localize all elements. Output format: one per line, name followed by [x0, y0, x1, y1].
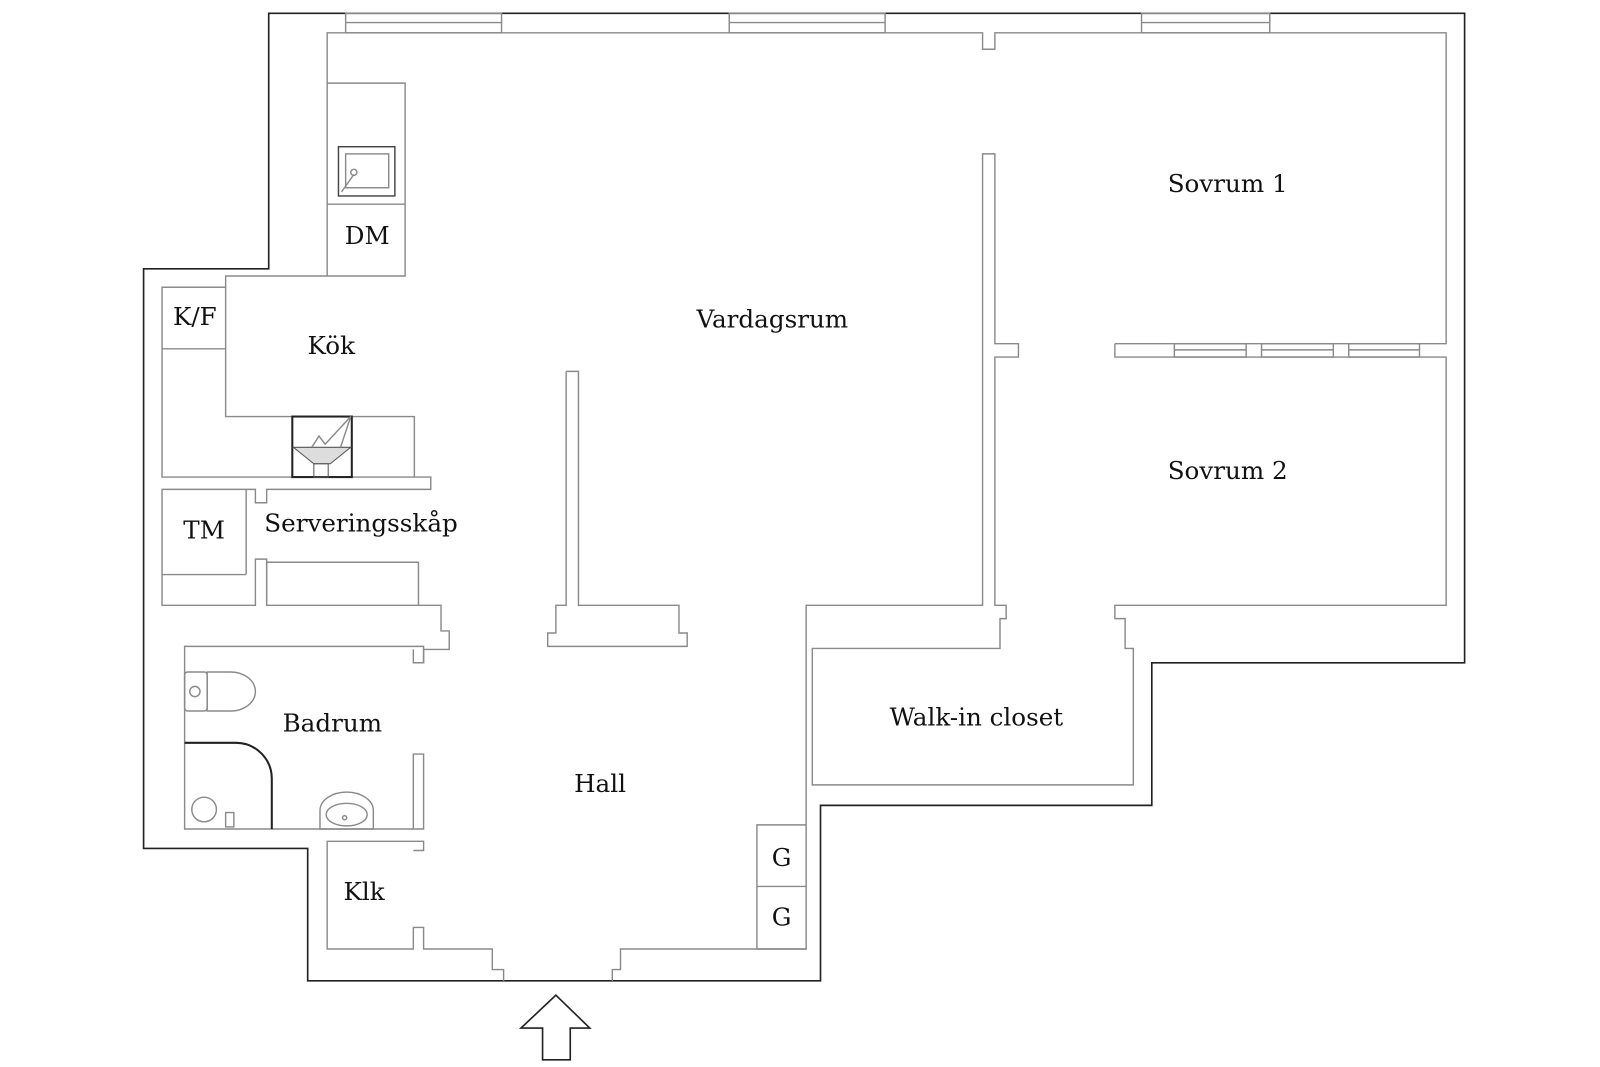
label-dm: DM [345, 221, 390, 250]
room-label-walk-in-closet: Walk-in closet [890, 702, 1064, 731]
washbasin-icon [319, 791, 375, 830]
label-serveringsskap: Serveringsskåp [264, 508, 457, 537]
inner-walls [161, 32, 1447, 981]
room-label-vardagsrum: Vardagsrum [695, 304, 848, 333]
room-label-kok: Kök [308, 331, 357, 360]
room-label-sovrum-2: Sovrum 2 [1168, 456, 1288, 485]
toilet-icon [183, 671, 257, 712]
entrance-arrow-icon [518, 994, 592, 1061]
room-label-hall: Hall [574, 769, 626, 798]
outer-wall [142, 12, 1466, 982]
label-g-1: G [772, 843, 792, 872]
room-label-badrum: Badrum [283, 709, 382, 738]
label-kf: K/F [173, 302, 217, 331]
shower-icon [184, 741, 273, 829]
label-g-2: G [772, 902, 792, 931]
room-label-klk: Klk [344, 877, 386, 906]
stove-icon [291, 415, 353, 479]
label-tm: TM [183, 516, 225, 545]
kitchen-sink-icon [337, 145, 396, 197]
windows [344, 12, 1271, 34]
room-label-sovrum-1: Sovrum 1 [1168, 169, 1288, 198]
